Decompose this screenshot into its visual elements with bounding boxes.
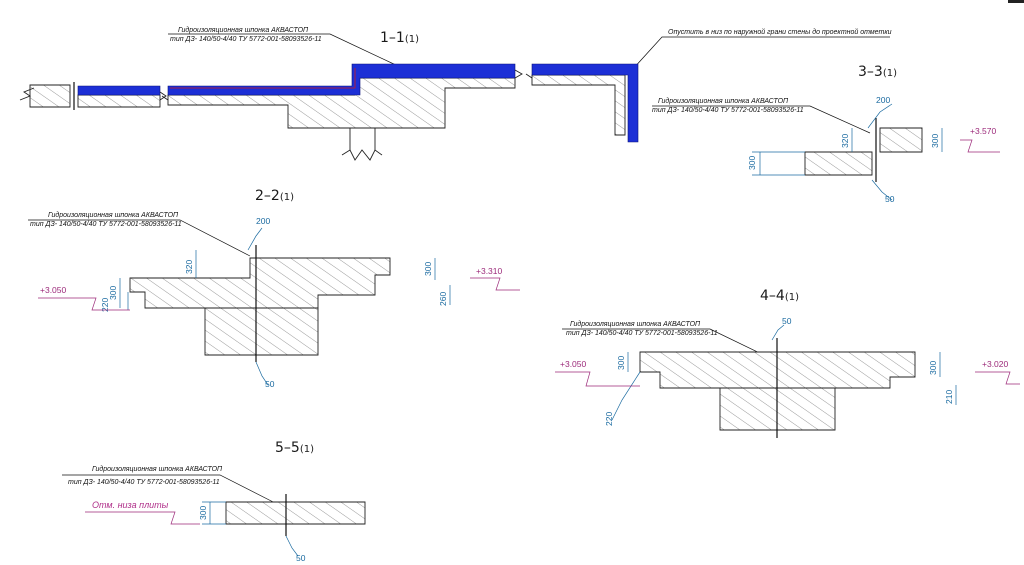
elev-2-right: +3.310 [476, 266, 503, 276]
corner-mark [1008, 0, 1024, 3]
section-5-leader [62, 474, 286, 509]
slab-right [531, 74, 626, 136]
section-4-note-line2: тип ДЗ- 140/50-4/40 ТУ 5772-001-58093526… [566, 330, 718, 337]
section-5-note-line1: Гидроизоляционная шпонка АКВАСТОП [92, 465, 223, 473]
section-3-leader [652, 105, 871, 134]
section-3-title: 3–3(1) [858, 64, 897, 80]
break-left [19, 87, 35, 101]
red-edge [170, 68, 356, 89]
section-1-leader [168, 33, 399, 67]
section-4-note-line1: Гидроизоляционная шпонка АКВАСТОП [570, 320, 701, 328]
section-1-1: 1–1(1) Гидроизоляционная шпонка АКВАСТОП… [19, 26, 892, 161]
dim-2-50: 50 [265, 379, 275, 389]
elev-4-right: +3.020 [982, 359, 1009, 369]
slab-main [167, 77, 516, 129]
section-3-note-line1: Гидроизоляционная шпонка АКВАСТОП [658, 97, 789, 105]
section-2-title: 2–2(1) [255, 188, 294, 204]
elev-2-left: +3.050 [40, 285, 67, 295]
section-2-leader [28, 219, 251, 257]
section-4-title: 4–4(1) [760, 288, 799, 304]
slab-left-b [77, 94, 161, 108]
section-1-right-leader [631, 36, 890, 71]
section-5-note-line2: тип ДЗ- 140/50-4/40 ТУ 5772-001-58093526… [68, 479, 220, 486]
dim-2-200: 200 [256, 216, 270, 226]
slab-5 [225, 501, 366, 525]
break-mid [159, 91, 169, 101]
section-4-4: 4–4(1) Гидроизоляционная шпонка АКВАСТОП… [555, 288, 1020, 438]
dim-4-220: 220 [604, 412, 614, 426]
dim-3-320: 320 [840, 134, 850, 148]
dim-3-200: 200 [876, 95, 890, 105]
section-2-note-line1: Гидроизоляционная шпонка АКВАСТОП [48, 211, 179, 219]
dim-2-220: 220 [100, 298, 110, 312]
dim-3-300l: 300 [747, 156, 757, 170]
dim-2-320: 320 [184, 260, 194, 274]
elev-3-right: +3.570 [970, 126, 997, 136]
dim-3-300r: 300 [930, 134, 940, 148]
section-1-title: 1–1(1) [380, 30, 419, 46]
dim-3-50: 50 [885, 194, 895, 204]
slab-2 [129, 257, 391, 309]
dim-4-300l: 300 [616, 356, 626, 370]
beam-2 [204, 307, 319, 356]
dim-2-300r: 300 [423, 262, 433, 276]
dim-2-260: 260 [438, 292, 448, 306]
slab-left-a [29, 84, 71, 108]
column-stub [349, 128, 376, 150]
slab-3-right [879, 127, 923, 153]
section-4-leader [562, 328, 775, 361]
section-1-note-line2: тип ДЗ- 140/50-4/40 ТУ 5772-001-58093526… [170, 36, 322, 43]
dim-4-50: 50 [782, 316, 792, 326]
section-1-note-right: Опустить в низ по наружной грани стены д… [668, 28, 892, 36]
section-5-title: 5–5(1) [275, 440, 314, 456]
break-line-bottom [341, 149, 383, 161]
elev-4-left: +3.050 [560, 359, 587, 369]
waterproofing-a [77, 85, 161, 96]
section-2-note-line2: тип ДЗ- 140/50-4/40 ТУ 5772-001-58093526… [30, 221, 182, 228]
mark-5-left: Отм. низа плиты [92, 500, 169, 510]
dim-2-300l: 300 [108, 286, 118, 300]
section-3-3: 3–3(1) Гидроизоляционная шпонка АКВАСТОП… [652, 64, 1000, 204]
dim-4-300r: 300 [928, 361, 938, 375]
section-2-2: 2–2(1) Гидроизоляционная шпонка АКВАСТОП… [28, 188, 520, 389]
section-1-note-line1: Гидроизоляционная шпонка АКВАСТОП [178, 26, 309, 34]
section-5-5: 5–5(1) Гидроизоляционная шпонка АКВАСТОП… [62, 440, 366, 563]
section-3-note-line2: тип ДЗ- 140/50-4/40 ТУ 5772-001-58093526… [652, 107, 804, 114]
dim-4-210: 210 [944, 390, 954, 404]
slab-3-left [804, 151, 873, 176]
dim-5-50: 50 [296, 553, 306, 563]
break-right [514, 69, 533, 79]
dim-5-300: 300 [198, 506, 208, 520]
waterproofing-c [531, 63, 639, 143]
